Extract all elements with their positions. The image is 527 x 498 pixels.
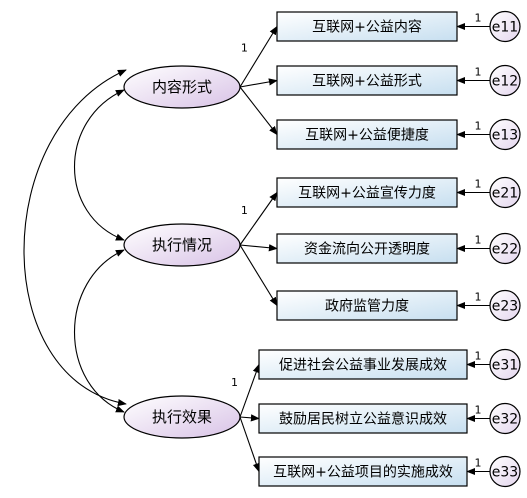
indicator-label: 互联网+公益便捷度 bbox=[305, 128, 429, 144]
latent-variable-label: 内容形式 bbox=[152, 78, 212, 96]
indicator-label: 互联网+公益形式 bbox=[312, 74, 422, 90]
error-coefficient: 1 bbox=[475, 457, 482, 470]
indicator-label: 资金流向公开透明度 bbox=[304, 242, 430, 258]
covariance-curve-l1-l2 bbox=[73, 89, 125, 241]
error-term-label: e21 bbox=[492, 186, 518, 202]
loading-coefficient: 1 bbox=[241, 42, 248, 55]
indicator-box bbox=[258, 403, 468, 434]
indicator-label: 促进社会公益事业发展成效 bbox=[279, 358, 447, 374]
latent-variable-ellipse bbox=[123, 395, 241, 439]
error-term-label: e13 bbox=[492, 128, 518, 144]
indicator-label: 政府监管力度 bbox=[325, 299, 409, 315]
loading-path bbox=[239, 414, 260, 422]
error-coefficient: 1 bbox=[475, 234, 482, 247]
error-coefficient: 1 bbox=[475, 12, 482, 25]
error-term-circle bbox=[489, 176, 521, 209]
latent-variable-ellipse bbox=[123, 65, 241, 109]
error-coefficient: 1 bbox=[475, 120, 482, 133]
error-term-label: e31 bbox=[492, 358, 518, 374]
indicator-box bbox=[276, 65, 458, 96]
error-term-label: e11 bbox=[492, 20, 518, 36]
loading-path bbox=[239, 244, 278, 252]
loading-path bbox=[239, 25, 278, 88]
error-term-circle bbox=[489, 10, 521, 43]
latent-variable-ellipse bbox=[123, 223, 241, 267]
error-term-circle bbox=[489, 402, 521, 435]
error-coefficient: 1 bbox=[475, 404, 482, 417]
indicator-label: 互联网+公益宣传力度 bbox=[298, 186, 436, 202]
error-coefficient: 1 bbox=[475, 178, 482, 191]
error-term-label: e23 bbox=[492, 299, 518, 315]
error-coefficient: 1 bbox=[475, 291, 482, 304]
loading-path bbox=[239, 363, 260, 418]
error-term-label: e12 bbox=[492, 74, 518, 90]
loading-path bbox=[239, 78, 278, 88]
latent-variable-label: 执行情况 bbox=[152, 236, 212, 254]
loading-coefficient: 1 bbox=[231, 376, 238, 389]
error-term-circle bbox=[489, 455, 521, 488]
error-term-label: e32 bbox=[492, 412, 518, 428]
indicator-label: 互联网+公益项目的实施成效 bbox=[273, 465, 453, 481]
indicator-box bbox=[258, 456, 468, 487]
error-term-circle bbox=[489, 289, 521, 322]
error-term-circle bbox=[489, 232, 521, 265]
error-term-circle bbox=[489, 118, 521, 151]
covariance-curve-l2-l3 bbox=[73, 249, 125, 413]
error-term-label: e33 bbox=[492, 465, 518, 481]
indicator-label: 鼓励居民树立公益意识成效 bbox=[279, 411, 447, 428]
error-term-circle bbox=[489, 64, 521, 97]
indicator-box bbox=[276, 11, 458, 42]
error-coefficient: 1 bbox=[475, 350, 482, 363]
loading-coefficient: 1 bbox=[241, 204, 248, 217]
indicator-box bbox=[258, 349, 468, 380]
indicator-box bbox=[276, 177, 458, 208]
loading-path bbox=[239, 86, 278, 136]
indicator-box bbox=[276, 290, 458, 321]
indicator-label: 互联网+公益内容 bbox=[312, 19, 422, 36]
indicator-box bbox=[276, 233, 458, 264]
error-term-label: e22 bbox=[492, 242, 518, 258]
loading-path bbox=[239, 416, 260, 473]
error-coefficient: 1 bbox=[475, 66, 482, 79]
loading-path bbox=[239, 191, 278, 246]
covariance-curve-l1-l3 bbox=[23, 69, 127, 407]
latent-variable-label: 执行效果 bbox=[152, 408, 212, 426]
loading-path bbox=[239, 244, 278, 307]
error-term-circle bbox=[489, 348, 521, 381]
indicator-box bbox=[276, 119, 458, 150]
